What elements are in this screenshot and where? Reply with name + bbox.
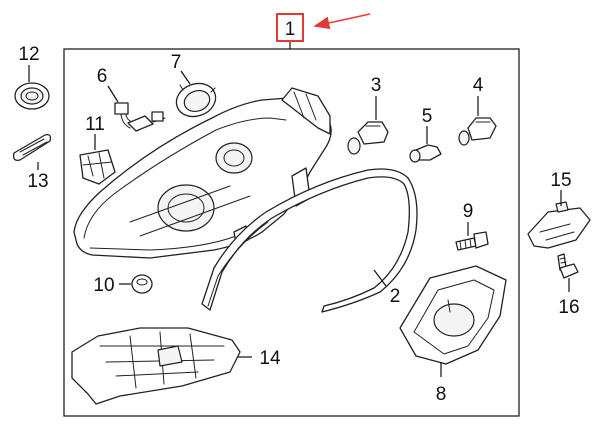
leader-2 [373,269,387,287]
part-2-seal-strip[interactable] [201,168,418,313]
callout-2[interactable]: 2 [390,286,401,307]
callout-6[interactable]: 6 [97,66,108,87]
part-5-bulb[interactable] [409,144,442,163]
part-7-cover-ring[interactable] [172,78,221,122]
callout-1[interactable]: 1 [285,19,296,40]
leader-7 [180,70,191,85]
highlight-arrow [313,13,371,30]
callout-1-highlight[interactable] [276,13,304,42]
assembly-frame [63,48,520,417]
callout-7[interactable]: 7 [171,52,182,73]
callout-15[interactable]: 15 [550,170,571,191]
callout-3[interactable]: 3 [371,75,382,96]
part-4-bulb[interactable] [458,117,497,146]
part-3-bulb[interactable] [347,121,389,155]
leader-6 [107,85,119,103]
part-6-harness[interactable] [114,102,166,132]
part-16-bolt[interactable] [557,253,579,279]
part-15-module[interactable] [527,201,591,249]
part-10-clip[interactable] [131,274,153,294]
callout-16[interactable]: 16 [558,297,579,318]
callout-5[interactable]: 5 [422,106,433,127]
callout-13[interactable]: 13 [27,171,48,192]
callout-9[interactable]: 9 [463,201,474,222]
callout-14[interactable]: 14 [259,348,281,369]
part-12-seal[interactable] [14,82,50,110]
callout-10[interactable]: 10 [93,275,114,296]
part-13-gasket[interactable] [12,133,52,161]
part-8-housing-cover[interactable] [399,265,507,365]
callout-8[interactable]: 8 [436,384,447,405]
callout-4[interactable]: 4 [473,75,484,96]
callout-12[interactable]: 12 [18,44,39,65]
part-14-bracket[interactable] [71,327,241,405]
part-11-socket[interactable] [79,149,116,185]
callout-11[interactable]: 11 [85,114,105,135]
part-9-screw[interactable] [455,231,489,251]
